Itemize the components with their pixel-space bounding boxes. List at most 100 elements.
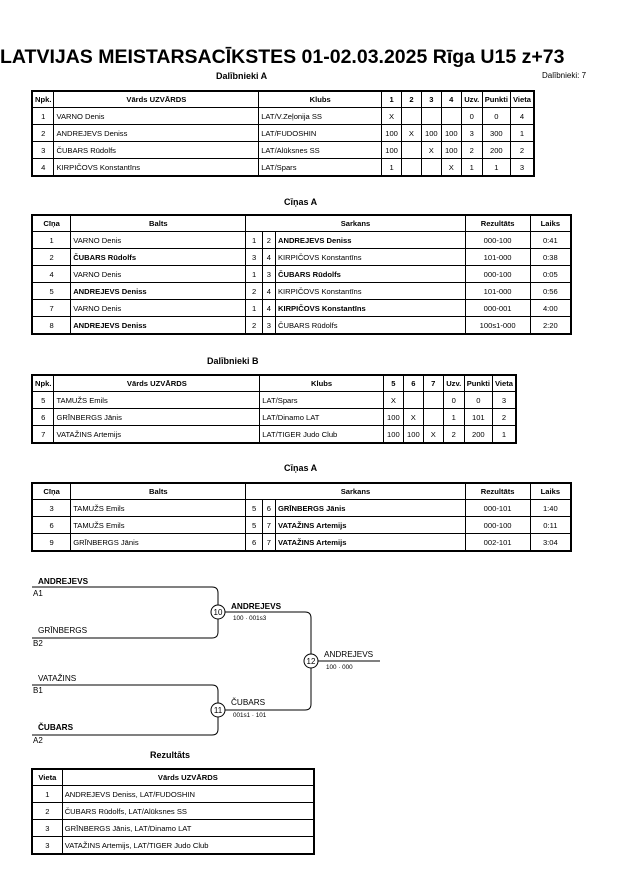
- white-fighter-cell: VARNO Denis: [70, 265, 247, 283]
- place-cell: 2: [491, 408, 517, 426]
- result-cell: 002-101: [464, 533, 531, 552]
- white-index-cell: 2: [245, 316, 263, 335]
- col-time: Laiks: [529, 214, 572, 232]
- place-cell: 3: [31, 836, 63, 855]
- bracket-m12-score: 100 · 000: [326, 664, 353, 671]
- score-cell: [422, 408, 444, 426]
- red-index-cell: 6: [261, 499, 276, 517]
- score-cell: [440, 107, 462, 125]
- score-cell: 100: [382, 408, 404, 426]
- score-cell: [420, 107, 442, 125]
- white-fighter-cell: ČUBARS Rūdolfs: [70, 248, 247, 266]
- red-index-cell: 3: [261, 265, 276, 283]
- points-cell: 300: [481, 124, 511, 142]
- fight-number-cell: 1: [31, 231, 72, 249]
- col-uzv: Uzv.: [442, 374, 465, 392]
- red-index-cell: 7: [261, 533, 276, 552]
- time-cell: 0:05: [529, 265, 572, 283]
- name-cell: ANDREJEVS Deniss: [53, 124, 260, 142]
- score-cell: 100: [420, 124, 442, 142]
- col-place: Vieta: [491, 374, 517, 392]
- time-cell: 1:40: [529, 499, 572, 517]
- score-cell: [401, 141, 422, 159]
- result-cell: 000-101: [464, 499, 531, 517]
- score-cell: 1: [381, 158, 403, 177]
- page-title: LATVIJAS MEISTARSACĪKSTES 01-02.03.2025 …: [0, 46, 565, 68]
- col-name: Vārds UZVĀRDS: [61, 768, 315, 786]
- club-cell: LAT/Spars: [259, 391, 384, 409]
- fight-number-cell: 6: [31, 516, 72, 534]
- npk-cell: 4: [31, 158, 55, 177]
- col-npk: Npk.: [31, 374, 55, 392]
- bracket-top2-seed: B2: [33, 639, 43, 648]
- col-points: Punkti: [481, 90, 511, 108]
- place-cell: 3: [31, 819, 63, 837]
- time-cell: 2:20: [529, 316, 572, 335]
- score-cell: X: [402, 408, 424, 426]
- fight-number-cell: 4: [31, 265, 72, 283]
- col-club: Klubs: [259, 374, 384, 392]
- time-cell: 0:11: [529, 516, 572, 534]
- name-cell: VARNO Denis: [53, 107, 260, 125]
- match-12-number: 12: [307, 657, 316, 666]
- score-cell: 100: [382, 425, 404, 444]
- col-fight: Cīņa: [31, 214, 72, 232]
- white-index-cell: 5: [245, 499, 263, 517]
- pool-b-caption: Dalībnieki B: [207, 356, 259, 366]
- fight-number-cell: 5: [31, 282, 72, 300]
- white-index-cell: 1: [245, 299, 263, 317]
- fight-number-cell: 2: [31, 248, 72, 266]
- red-index-cell: 4: [261, 282, 276, 300]
- place-cell: 1: [31, 785, 63, 803]
- col-points: Punkti: [463, 374, 493, 392]
- score-cell: X: [382, 391, 404, 409]
- pool-b-header-row: Npk. Vārds UZVĀRDS Klubs 5 6 7 Uzv. Punk…: [31, 374, 517, 392]
- bracket-m12-winner: ANDREJEVS: [324, 650, 374, 659]
- white-fighter-cell: GRĪNBERGS Jānis: [70, 533, 247, 552]
- name-cell: ČUBARS Rūdolfs: [53, 141, 260, 159]
- col-uzv: Uzv.: [460, 90, 483, 108]
- red-fighter-cell: ČUBARS Rūdolfs: [274, 265, 466, 283]
- time-cell: 0:56: [529, 282, 572, 300]
- match-11-number: 11: [214, 706, 223, 715]
- score-cell: [401, 107, 422, 125]
- results-caption: Rezultāts: [150, 750, 191, 760]
- red-index-cell: 7: [261, 516, 276, 534]
- name-cell: KIRPIČOVS Konstantīns: [53, 158, 260, 177]
- time-cell: 0:38: [529, 248, 572, 266]
- score-cell: 100: [440, 141, 462, 159]
- result-cell: 000-100: [464, 516, 531, 534]
- white-index-cell: 6: [245, 533, 263, 552]
- col-club: Klubs: [258, 90, 383, 108]
- points-cell: 200: [481, 141, 511, 159]
- npk-cell: 6: [31, 408, 55, 426]
- name-cell: GRĪNBERGS Jānis, LAT/Dinamo LAT: [61, 819, 315, 837]
- name-cell: ČUBARS Rūdolfs, LAT/Alūksnes SS: [61, 802, 315, 820]
- white-index-cell: 2: [245, 282, 263, 300]
- wins-cell: 1: [442, 408, 465, 426]
- bracket: ANDREJEVS GRĪNBERGS VATAŽINS ČUBARS ANDR…: [32, 577, 380, 745]
- col-fight: Cīņa: [31, 482, 72, 500]
- red-fighter-cell: KIRPIČOVS Konstantīns: [274, 248, 466, 266]
- name-cell: TAMUŽS Emils: [53, 391, 261, 409]
- bracket-bot2-seed: A2: [33, 736, 43, 745]
- points-cell: 101: [463, 408, 493, 426]
- points-cell: 0: [463, 391, 493, 409]
- npk-cell: 2: [31, 124, 55, 142]
- match-12-marker: [303, 653, 319, 669]
- wins-cell: 0: [442, 391, 465, 409]
